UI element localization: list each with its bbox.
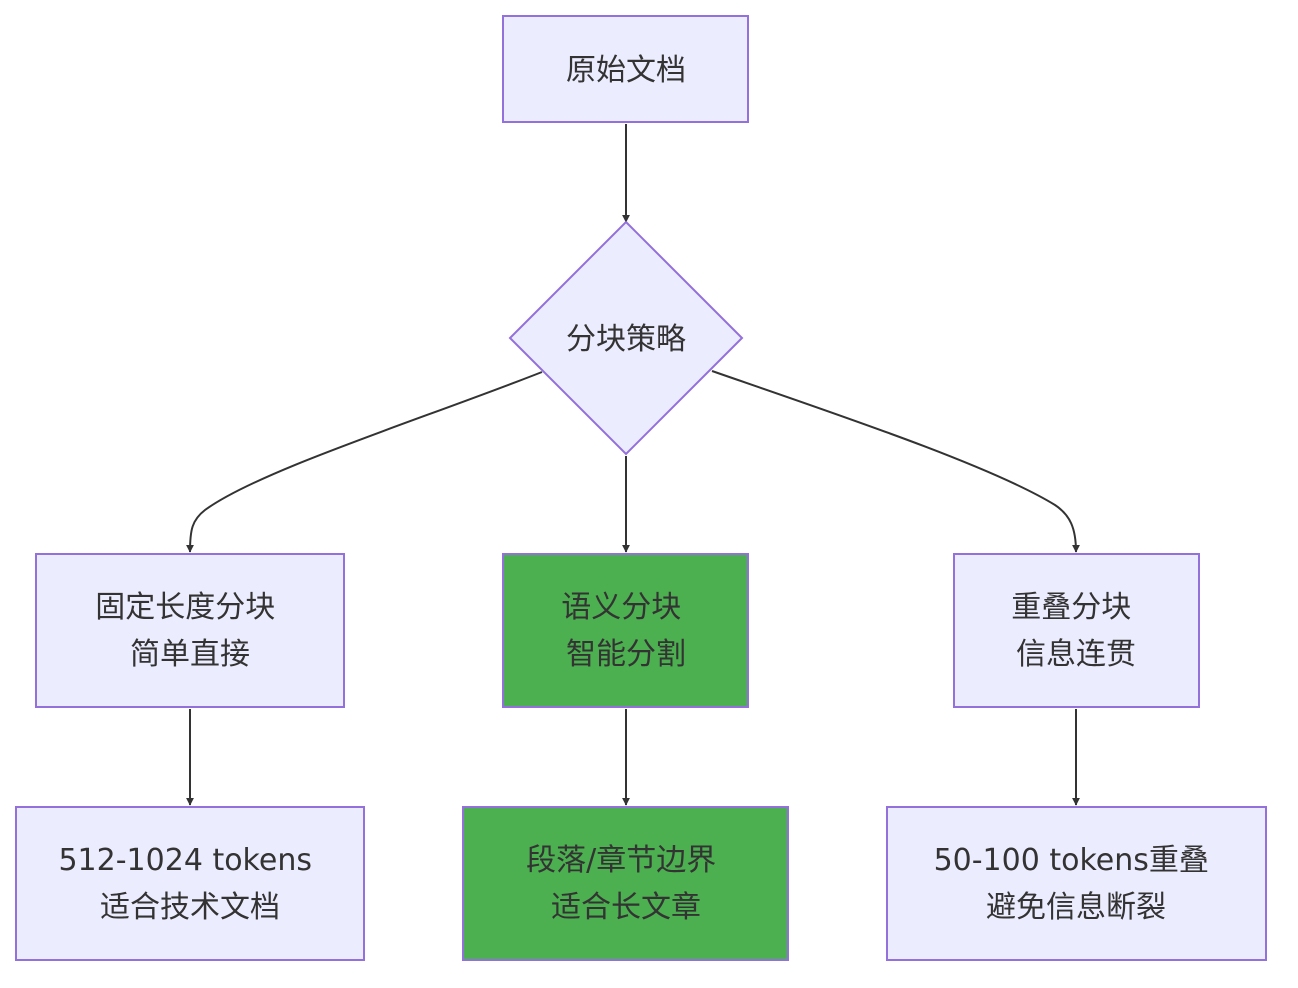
edges: [186, 124, 1080, 806]
node-semantic-detail: 段落/章节边界 适合长文章: [462, 806, 789, 961]
edge-strategy-to-fixed: [186, 371, 543, 553]
node-semantic-detail-box: [462, 806, 789, 961]
node-semantic: 语义分块 智能分割: [502, 553, 749, 708]
node-fixed-line-1: 固定长度分块: [95, 590, 275, 625]
node-fixed-detail-line-1: 512-1024 tokens: [58, 843, 312, 878]
node-overlap-line-1: 重叠分块: [1011, 590, 1131, 625]
node-fixed-box: [35, 553, 345, 708]
node-strategy-label: 分块策略: [566, 322, 686, 357]
node-semantic-detail-label: 段落/章节边界 适合长文章: [526, 843, 726, 925]
node-semantic-label: 语义分块 智能分割: [561, 590, 691, 672]
node-overlap-box: [953, 553, 1200, 708]
node-semantic-detail-line-1: 段落/章节边界: [526, 843, 716, 878]
node-fixed-detail-box: [15, 806, 365, 961]
node-strategy-line-1: 分块策略: [566, 322, 686, 357]
node-source-line-1: 原始文档: [566, 53, 686, 88]
node-fixed-line-2: 简单直接: [130, 637, 250, 672]
node-fixed-detail-line-2: 适合技术文档: [100, 890, 280, 925]
node-source: 原始文档: [502, 15, 749, 123]
node-overlap-detail: 50-100 tokens重叠 避免信息断裂: [886, 806, 1267, 961]
node-fixed-label: 固定长度分块 简单直接: [95, 590, 285, 672]
node-overlap-detail-label: 50-100 tokens重叠 避免信息断裂: [934, 843, 1219, 925]
node-fixed: 固定长度分块 简单直接: [35, 553, 345, 708]
node-semantic-box: [502, 553, 749, 708]
node-semantic-detail-line-2: 适合长文章: [551, 890, 701, 925]
node-overlap-detail-line-1: 50-100 tokens重叠: [934, 843, 1209, 878]
node-fixed-detail-label: 512-1024 tokens 适合技术文档: [58, 843, 321, 925]
node-overlap-detail-box: [886, 806, 1267, 961]
node-overlap-label: 重叠分块 信息连贯: [1011, 590, 1141, 672]
node-semantic-line-2: 智能分割: [566, 637, 686, 672]
node-overlap-line-2: 信息连贯: [1016, 637, 1136, 672]
edge-strategy-to-overlap: [711, 370, 1080, 553]
node-semantic-line-1: 语义分块: [561, 590, 681, 625]
node-fixed-detail: 512-1024 tokens 适合技术文档: [15, 806, 365, 961]
node-strategy-diamond: [508, 220, 744, 456]
node-source-box: [502, 15, 749, 123]
node-strategy: 分块策略: [508, 220, 744, 456]
node-overlap: 重叠分块 信息连贯: [953, 553, 1200, 708]
node-overlap-detail-line-2: 避免信息断裂: [986, 890, 1166, 925]
node-source-label: 原始文档: [566, 53, 686, 88]
